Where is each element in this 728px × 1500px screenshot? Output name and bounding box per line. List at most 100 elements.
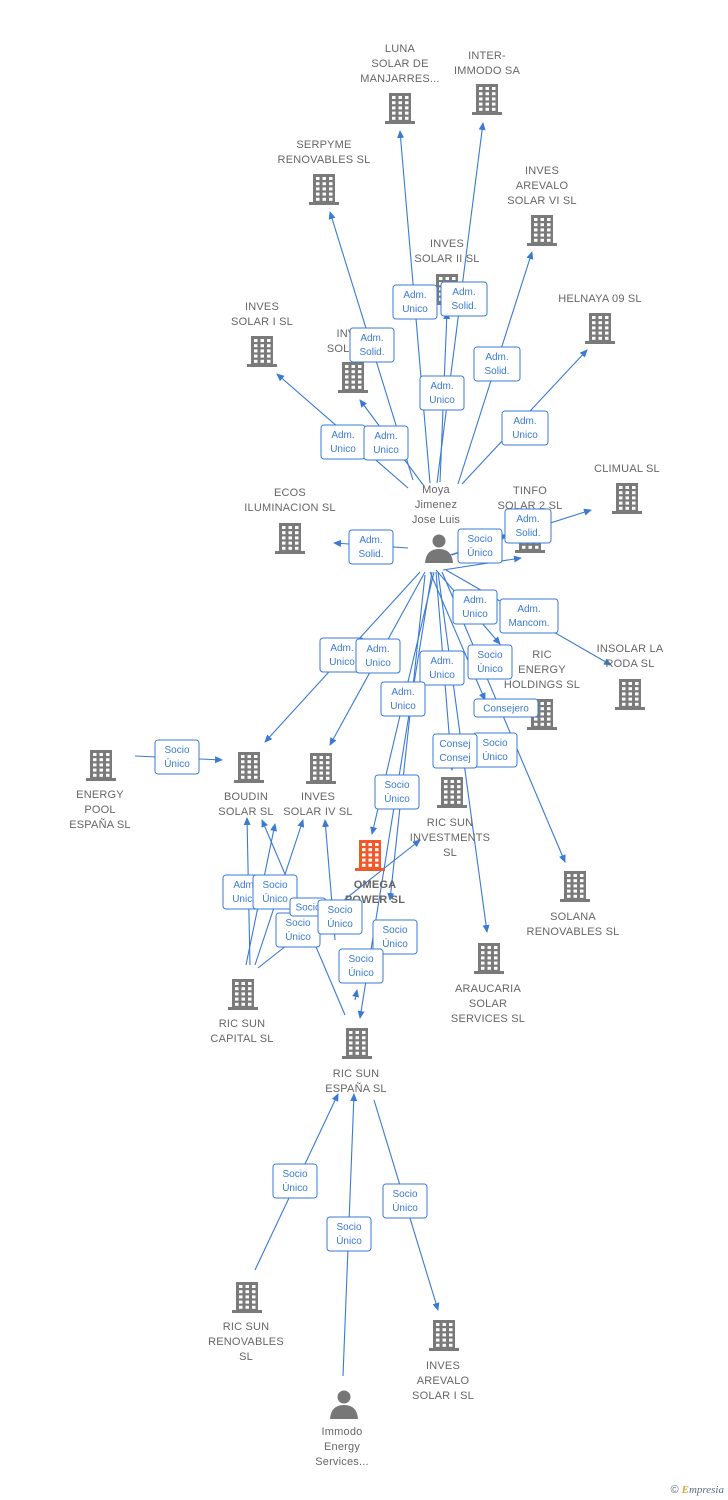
edge-label-text: Adm.Mancom.	[508, 604, 549, 629]
edge-label-0: Adm.Unico	[392, 284, 438, 320]
edge-label-text: Adm.Unico	[330, 430, 356, 455]
node-inter[interactable]: INTER-IMMODO SA	[454, 50, 520, 115]
node-helnaya[interactable]: HELNAYA 09 SL	[558, 293, 642, 344]
edges-layer	[134, 122, 612, 1377]
edge-label-text: Adm.Solid.	[515, 514, 540, 539]
person-icon	[425, 534, 453, 563]
edge-label-18: Adm.Unico	[380, 681, 426, 717]
edge-label-11: Adm.Unico	[452, 589, 498, 625]
edge-label-15: Adm.Unico	[355, 638, 401, 674]
building-icon	[385, 93, 415, 124]
copyright-icon: ©	[670, 1484, 679, 1496]
edge-label-3: Adm.Solid.	[473, 346, 521, 382]
edge-11	[442, 555, 522, 571]
edge-label-text: Adm.Unico	[512, 416, 538, 441]
edge-label-5: Adm.Unico	[501, 410, 549, 446]
edge-label-text: Adm.Unico	[390, 687, 416, 712]
building-icon	[247, 336, 277, 367]
edge-label-12: Adm.Mancom.	[499, 598, 559, 634]
node-climual[interactable]: CLIMUAL SL	[594, 463, 660, 514]
edge-label-text: Adm.Solid.	[484, 352, 509, 377]
node-label: INTER-IMMODO SA	[454, 50, 520, 77]
building-icon	[306, 753, 336, 784]
edge-label-text: Adm.Unico	[402, 290, 428, 315]
building-icon	[355, 840, 385, 871]
building-icon	[342, 1028, 372, 1059]
edge-label-text: Consejero	[483, 704, 529, 715]
edge-label-text: Adm.Unico	[429, 656, 455, 681]
edge-label-6: Adm.Unico	[320, 424, 366, 460]
edge-label-text: Adm.Solid.	[359, 333, 384, 358]
building-icon	[560, 871, 590, 902]
edge-label-16: Adm.Unico	[419, 650, 465, 686]
edge-label-text: Adm.Unico	[365, 644, 391, 669]
edge-label-4: Adm.Unico	[419, 375, 465, 411]
building-icon	[228, 979, 258, 1010]
building-icon	[86, 750, 116, 781]
building-icon	[338, 362, 368, 393]
building-icon	[474, 943, 504, 974]
building-icon	[275, 523, 305, 554]
edge-label-text: Adm.Unico	[232, 880, 258, 905]
edge-label-2: Adm.Solid.	[349, 327, 395, 363]
building-icon	[429, 1320, 459, 1351]
edge-label-text: Adm.Unico	[462, 595, 488, 620]
edge-label-8: Adm.Solid.	[348, 529, 394, 565]
edge-22	[387, 574, 426, 901]
node-label: CLIMUAL SL	[594, 463, 660, 475]
